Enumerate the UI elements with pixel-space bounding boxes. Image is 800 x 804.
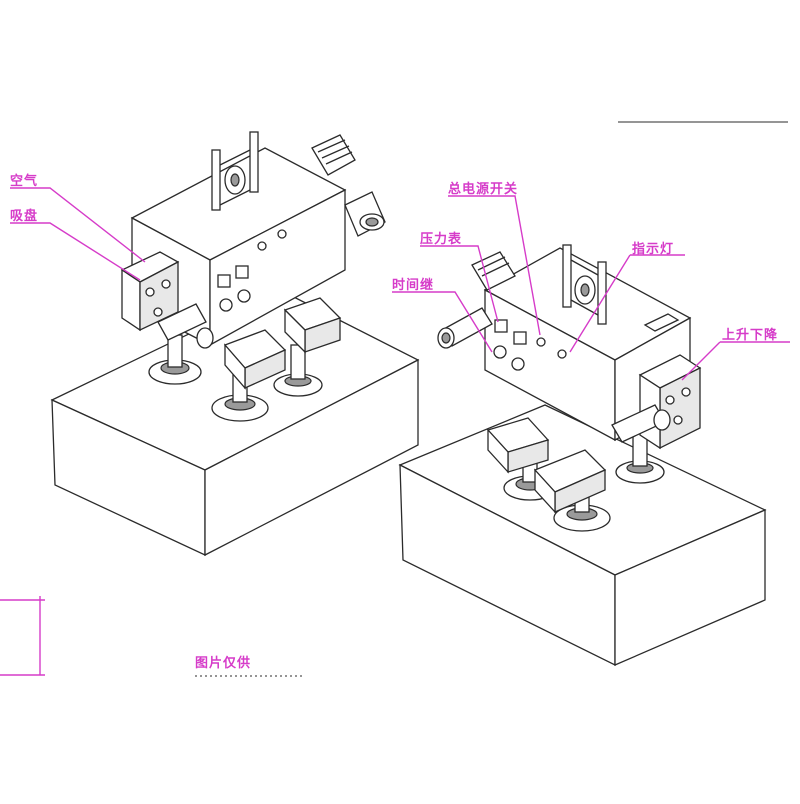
left-suction-cup-1 (148, 334, 202, 385)
right-panel-dot-1 (536, 337, 546, 347)
left-panel-knob-1 (219, 298, 233, 312)
right-base-side (614, 509, 766, 666)
right-cylinder-back (486, 417, 550, 474)
left-top-handle (211, 131, 259, 211)
left-cylinder-back (283, 297, 342, 354)
right-machine (398, 244, 767, 667)
label-pressure-gauge: 压力表 (420, 232, 463, 247)
label-power-switch: 总电源开关 (448, 182, 519, 197)
left-panel-switch-2 (235, 265, 249, 279)
label-up-down: 上升下降 (722, 328, 779, 343)
right-top-plate (643, 313, 680, 332)
right-panel-switch-2 (513, 331, 527, 345)
leader-left-bottom (10, 222, 141, 281)
leader-time-relay (392, 291, 493, 353)
left-suction-cup-3 (273, 344, 323, 397)
right-left-rod (437, 307, 493, 349)
label-left-top: 空气 (10, 174, 39, 189)
leader-left-top (10, 187, 146, 263)
annotation-leaders (0, 121, 790, 677)
right-panel-dot-2 (557, 349, 567, 359)
left-cylinder-front (223, 329, 287, 390)
left-housing-side (209, 188, 346, 347)
left-rear-motor (311, 134, 356, 176)
left-panel-dot-2 (277, 229, 287, 239)
label-bottom-dimension: 图片仅供 (195, 656, 252, 671)
right-suction-cup-3 (615, 431, 665, 484)
left-panel-knob-2 (237, 289, 251, 303)
leader-pressure-gauge (420, 245, 499, 323)
right-cylinder-front (533, 449, 607, 514)
left-panel-dot-1 (257, 241, 267, 251)
left-base-side (204, 358, 419, 557)
label-left-bottom: 吸盘 (10, 209, 39, 224)
left-back-cylinder (344, 191, 386, 237)
leader-up-down (681, 341, 790, 381)
label-time-relay: 时间继 (392, 278, 435, 293)
right-panel-switch-1 (494, 319, 508, 333)
left-machine (50, 131, 420, 557)
leader-indicator (569, 254, 685, 353)
right-top-handle (562, 244, 607, 325)
right-front-rod (611, 404, 671, 443)
left-panel-switch-1 (217, 274, 231, 288)
right-panel-knob-2 (511, 357, 525, 371)
leader-power-switch (448, 195, 541, 336)
label-indicator: 指示灯 (632, 242, 675, 257)
right-panel-knob-1 (493, 345, 507, 359)
left-front-rod (157, 303, 214, 349)
dimension-marker (0, 596, 45, 676)
